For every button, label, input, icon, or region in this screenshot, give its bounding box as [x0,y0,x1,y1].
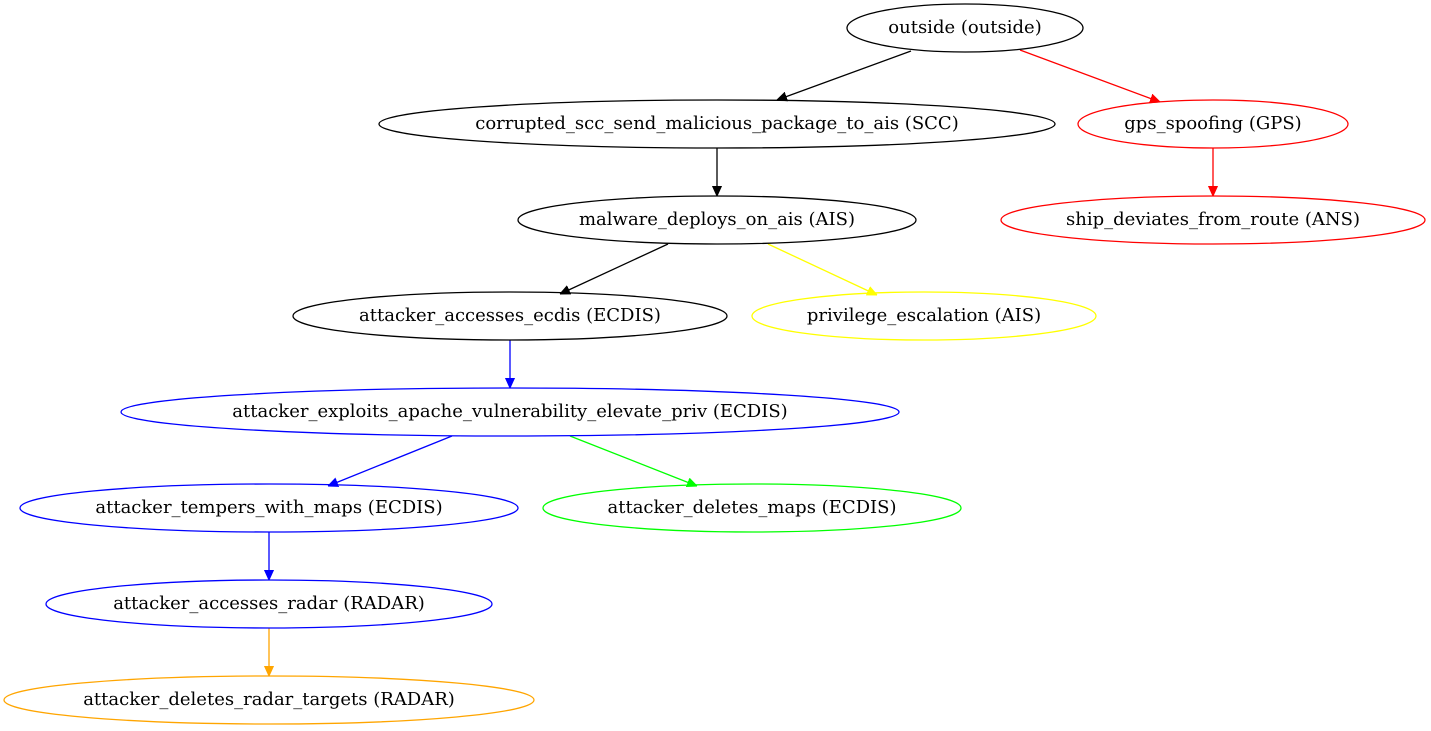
node-ellipse [292,291,728,341]
node-ellipse [3,675,535,725]
node-ellipse [120,387,900,437]
node-ellipse [751,291,1097,341]
node-label: privilege_escalation (AIS) [807,305,1041,326]
node-label: ship_deviates_from_route (ANS) [1066,209,1360,230]
edge-outside-to-gps_spoofing [1019,49,1160,102]
node-ellipse [517,195,917,245]
node-ellipse [542,483,962,533]
node-ellipse [45,579,493,629]
node-label: attacker_accesses_ecdis (ECDIS) [359,305,661,326]
edges-layer [269,49,1213,676]
node-ellipse [846,3,1084,53]
node-ship-deviates: ship_deviates_from_route (ANS) [1000,195,1426,245]
node-ellipse [1000,195,1426,245]
node-label: gps_spoofing (GPS) [1124,113,1301,134]
node-outside: outside (outside) [846,3,1084,53]
node-accesses-ecdis: attacker_accesses_ecdis (ECDIS) [292,291,728,341]
node-priv-escalation: privilege_escalation (AIS) [751,291,1097,341]
node-corrupted-scc: corrupted_scc_send_malicious_package_to_… [378,99,1056,149]
node-gps-spoofing: gps_spoofing (GPS) [1077,99,1349,149]
node-label: outside (outside) [888,17,1041,38]
node-label: attacker_deletes_maps (ECDIS) [608,497,897,518]
node-label: corrupted_scc_send_malicious_package_to_… [475,113,958,134]
node-deletes-maps: attacker_deletes_maps (ECDIS) [542,483,962,533]
edge-malware_ais-to-priv_escalation [767,243,877,296]
node-ellipse [378,99,1056,149]
node-label: attacker_accesses_radar (RADAR) [113,593,425,614]
node-label: attacker_deletes_radar_targets (RADAR) [83,689,455,710]
node-label: malware_deploys_on_ais (AIS) [579,209,855,230]
node-ellipse [1077,99,1349,149]
edge-outside-to-corrupted_scc [777,50,912,100]
node-accesses-radar: attacker_accesses_radar (RADAR) [45,579,493,629]
node-ellipse [19,483,519,533]
node-label: attacker_tempers_with_maps (ECDIS) [95,497,442,518]
node-malware-ais: malware_deploys_on_ais (AIS) [517,195,917,245]
node-label: attacker_exploits_apache_vulnerability_e… [232,401,787,422]
edge-apache_exploit-to-deletes_maps [569,435,697,486]
node-deletes-radar: attacker_deletes_radar_targets (RADAR) [3,675,535,725]
edge-apache_exploit-to-tempers_maps [328,435,453,486]
node-tempers-maps: attacker_tempers_with_maps (ECDIS) [19,483,519,533]
node-apache-exploit: attacker_exploits_apache_vulnerability_e… [120,387,900,437]
edge-malware_ais-to-accesses_ecdis [560,243,669,295]
nodes-layer: outside (outside) corrupted_scc_send_mali… [3,3,1426,725]
